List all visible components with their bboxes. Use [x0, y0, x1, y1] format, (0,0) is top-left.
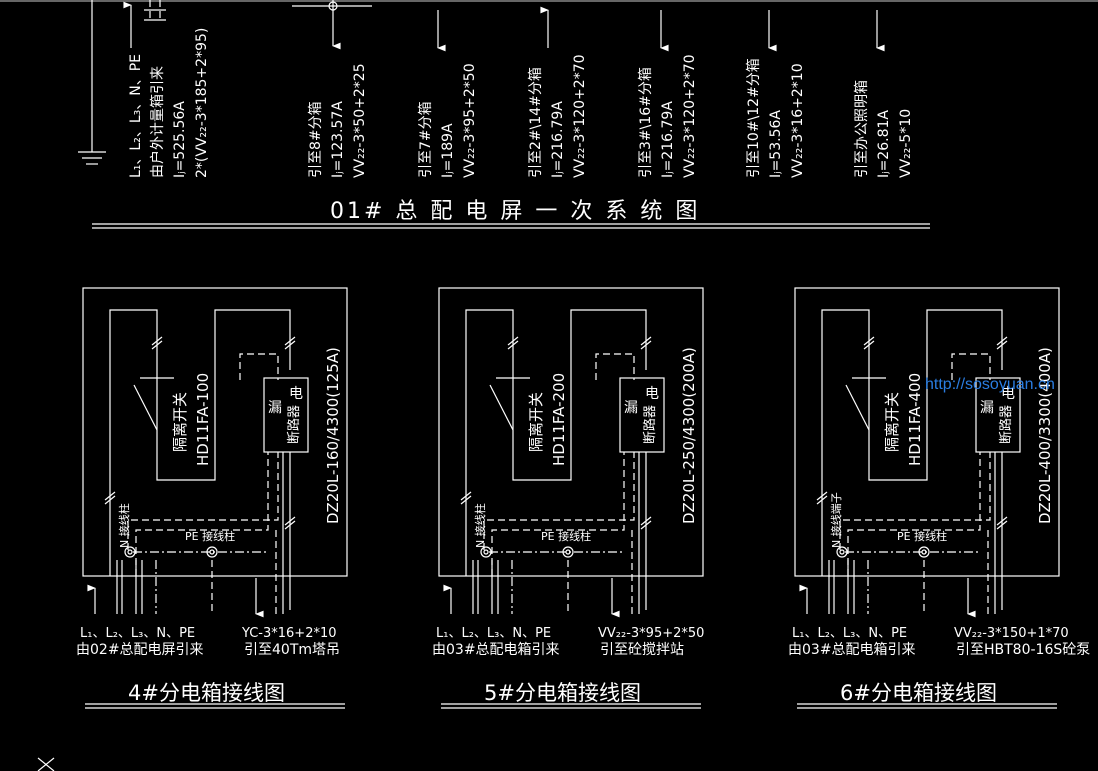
feeder-label-line: VV₂₂-3*50+2*25 [352, 63, 368, 178]
distribution-box-diagram: 隔离开关 HD11FA-100 DZ20L-160/4300(125A) N 接线柱 电… [76, 287, 348, 709]
n-terminal-label: N 接线柱 [117, 503, 131, 548]
n-terminal-icon [124, 546, 136, 558]
outgoing-target-label: 引至40Tm塔吊 [244, 642, 340, 658]
pe-terminal-label: PE 接线柱 [541, 529, 591, 543]
feeder-label-line: 引至2#\14#分箱 [528, 67, 544, 178]
incoming-source-label: 由02#总配电屏引来 [76, 642, 204, 658]
feeder-label-line: Iⱼ=216.79A [660, 101, 676, 178]
breaker-label: 电 [645, 386, 659, 402]
feeder-label-line: Iⱼ=123.57A [330, 101, 346, 178]
feeder-label-line: 引至办公照明箱 [854, 80, 870, 178]
box-diagram-title: 4#分电箱接线图 [128, 681, 285, 705]
switch-label: 隔离开关 [171, 392, 189, 452]
n-terminal-icon [836, 546, 848, 558]
leakage-breaker-box [619, 377, 665, 453]
incoming-phases-label: L₁、L₂、L₃、N、PE [792, 626, 907, 641]
n-terminal-icon [480, 546, 492, 558]
breaker-model: DZ20L-250/4300(200A) [680, 347, 698, 524]
breaker-label: 断路器 [998, 405, 1014, 444]
feeder-label-group: 引至2#\14#分箱 Iⱼ=216.79A VV₂₂-3*120+2*70 [528, 54, 588, 178]
feeder-label-line: 2*(VV₂₂-3*185+2*95) [194, 28, 210, 178]
feeder-label-line: 引至7#分箱 [418, 101, 434, 178]
isolator-switch-icon [845, 384, 870, 431]
switch-model: HD11FA-200 [550, 373, 568, 466]
breaker-label: 漏 [980, 400, 994, 416]
n-terminal-label: N 接线柱 [473, 503, 487, 548]
box-diagram-title: 5#分电箱接线图 [484, 681, 641, 705]
leakage-breaker-box [975, 377, 1021, 453]
outgoing-cable-label: VV₂₂-3*95+2*50 [598, 626, 704, 641]
isolator-switch-icon [133, 384, 158, 431]
breaker-label: 断路器 [642, 405, 658, 444]
box-diagram-title: 6#分电箱接线图 [840, 681, 997, 705]
breaker-model: DZ20L-400/3300(400A) [1036, 347, 1054, 524]
feeder-label-group: 引至7#分箱 Iⱼ=189A VV₂₂-3*95+2*50 [418, 63, 478, 178]
ground-symbol-icon [78, 0, 106, 165]
feeder-label-line: Iⱼ=189A [440, 123, 456, 178]
incoming-phases-label: L₁、L₂、L₃、N、PE [80, 626, 195, 641]
switch-model: HD11FA-100 [194, 373, 212, 466]
feeder-label-line: VV₂₂-3*95+2*50 [462, 63, 478, 178]
leakage-breaker-box [263, 377, 309, 453]
breaker-label: 电 [289, 386, 303, 402]
feeder-label-group: 引至10#\12#分箱 Iⱼ=53.56A VV₂₂-3*16+2*10 [746, 58, 806, 178]
switch-model: HD11FA-400 [906, 373, 924, 466]
distribution-box-diagram: 隔离开关 HD11FA-200 DZ20L-250/4300(200A) N 接线柱 电… [432, 287, 704, 709]
box-enclosure [82, 287, 348, 577]
pe-terminal-icon [918, 546, 930, 558]
feeder-label-line: 由户外计量箱引来 [149, 66, 166, 178]
switch-label: 隔离开关 [527, 392, 545, 452]
breaker-label: 漏 [268, 400, 282, 416]
pe-terminal-label: PE 接线柱 [897, 529, 947, 543]
breaker-label: 断路器 [286, 405, 302, 444]
box-enclosure [438, 287, 704, 577]
pe-terminal-icon [562, 546, 574, 558]
feeder-label-group: 引至3#\16#分箱 Iⱼ=216.79A VV₂₂-3*120+2*70 [638, 54, 698, 178]
wiring-path [465, 309, 647, 576]
feeder-label-line: 引至10#\12#分箱 [746, 58, 762, 178]
incoming-phases-label: L₁、L₂、L₃、N、PE [436, 626, 551, 641]
breaker-model: DZ20L-160/4300(125A) [324, 347, 342, 524]
main-panel-system-diagram: L₁、L₂、L₃、N、PE 由户外计量箱引来 Iⱼ=525.56A 2*(VV₂₂-3… [78, 0, 930, 229]
outgoing-target-label: 引至砼搅拌站 [600, 642, 684, 658]
isolator-switch-icon [489, 384, 514, 431]
wiring-path [109, 309, 291, 576]
outgoing-target-label: 引至HBT80-16S砼泵 [956, 642, 1090, 658]
watermark-text: http://sosoyuan.cn [925, 376, 1055, 393]
feeder-label-line: Iⱼ=26.81A [876, 110, 892, 178]
breaker-label: 电 [1001, 386, 1015, 402]
main-panel-title: 01# 总 配 电 屏 一 次 系 统 图 [330, 199, 700, 224]
switch-label: 隔离开关 [883, 392, 901, 452]
feeder-label-line: VV₂₂-5*10 [898, 109, 914, 178]
feeder-label-line: VV₂₂-3*16+2*10 [790, 63, 806, 178]
feeder-label-line: Iⱼ=53.56A [768, 110, 784, 178]
feeder-label-line: VV₂₂-3*120+2*70 [682, 54, 698, 178]
feeder-label-group: 引至8#分箱 Iⱼ=123.57A VV₂₂-3*50+2*25 [308, 63, 368, 178]
pe-terminal-label: PE 接线柱 [185, 529, 235, 543]
feeder-label-line: Iⱼ=525.56A [172, 101, 188, 178]
incoming-source-label: 由03#总配电箱引来 [788, 642, 916, 658]
feeder-label-line: 引至8#分箱 [308, 101, 324, 178]
outgoing-cable-label: YC-3*16+2*10 [241, 626, 337, 641]
pe-terminal-icon [206, 546, 218, 558]
feeder-label-group: 引至办公照明箱 Iⱼ=26.81A VV₂₂-5*10 [854, 80, 914, 178]
outgoing-cable-label: VV₂₂-3*150+1*70 [954, 626, 1069, 641]
feeder-label-line: VV₂₂-3*120+2*70 [572, 54, 588, 178]
cad-cursor-icon [37, 757, 55, 771]
feeder-label-line: Iⱼ=216.79A [550, 101, 566, 178]
wiring-path [821, 309, 1003, 576]
feeder-label-group: L₁、L₂、L₃、N、PE 由户外计量箱引来 Iⱼ=525.56A 2*(VV₂₂-3… [128, 28, 210, 178]
feeder-label-line: 引至3#\16#分箱 [638, 67, 654, 178]
breaker-label: 漏 [624, 400, 638, 416]
box-enclosure [794, 287, 1060, 577]
feeder-label-line: L₁、L₂、L₃、N、PE [128, 54, 144, 178]
n-terminal-label: N 接线端子 [829, 492, 843, 548]
incoming-source-label: 由03#总配电箱引来 [432, 642, 560, 658]
distribution-box-diagram: 隔离开关 HD11FA-400 DZ20L-400/3300(400A) N 接线端子… [788, 287, 1090, 709]
